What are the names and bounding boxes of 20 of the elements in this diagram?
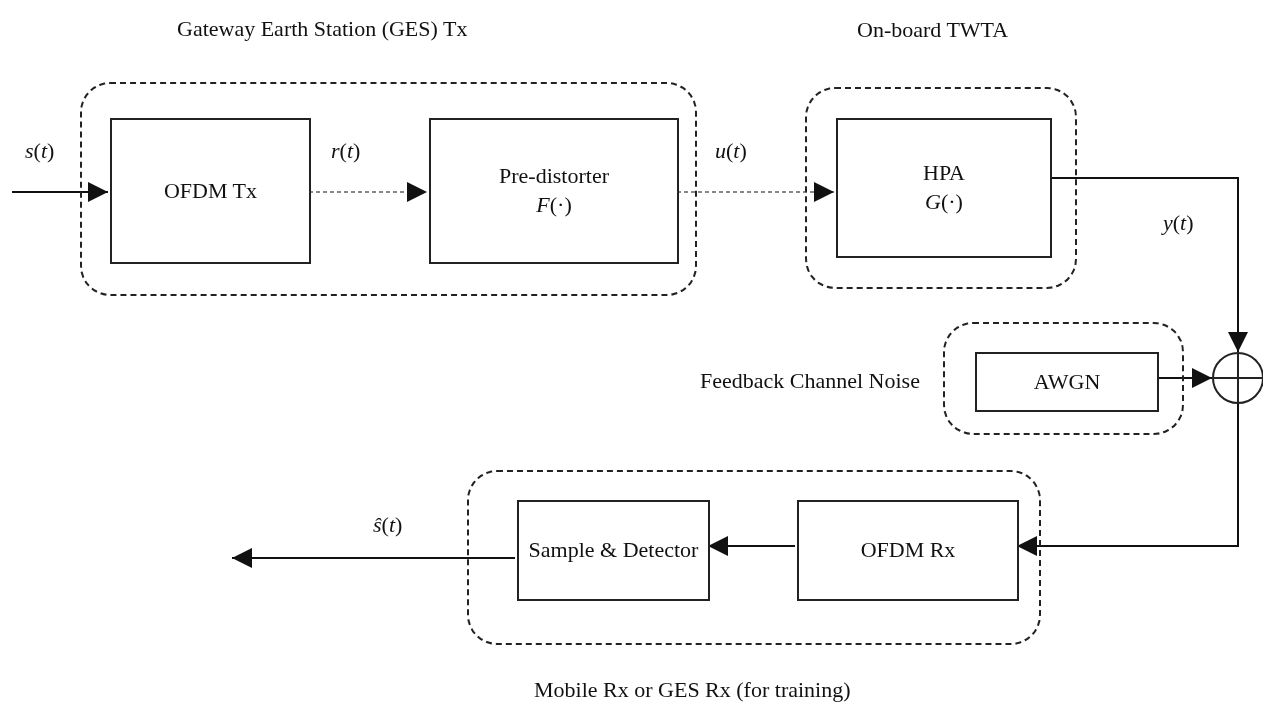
transfer-function: F(·) [535, 191, 573, 219]
process-box [110, 118, 311, 264]
group-heading: On-board TWTA [857, 17, 1009, 43]
block-label: HPA [922, 159, 966, 188]
process-box [429, 118, 679, 264]
process-box [517, 500, 710, 601]
block-label: OFDM Rx [859, 536, 957, 565]
process-box [797, 500, 1019, 601]
group-heading: Mobile Rx or GES Rx (for training) [534, 677, 851, 703]
block-label: Pre-distorter [498, 162, 610, 191]
process-box [836, 118, 1052, 258]
group-heading: Feedback Channel Noise [700, 368, 920, 394]
block-label: Sample & Detector [527, 536, 700, 565]
block-label: AWGN [1032, 367, 1102, 396]
block-label: OFDM Tx [162, 176, 259, 205]
process-box [975, 352, 1159, 412]
arrow [11, 182, 109, 202]
group-heading: Gateway Earth Station (GES) Tx [177, 16, 468, 42]
arrow [231, 548, 516, 568]
transfer-function: G(·) [924, 188, 964, 216]
